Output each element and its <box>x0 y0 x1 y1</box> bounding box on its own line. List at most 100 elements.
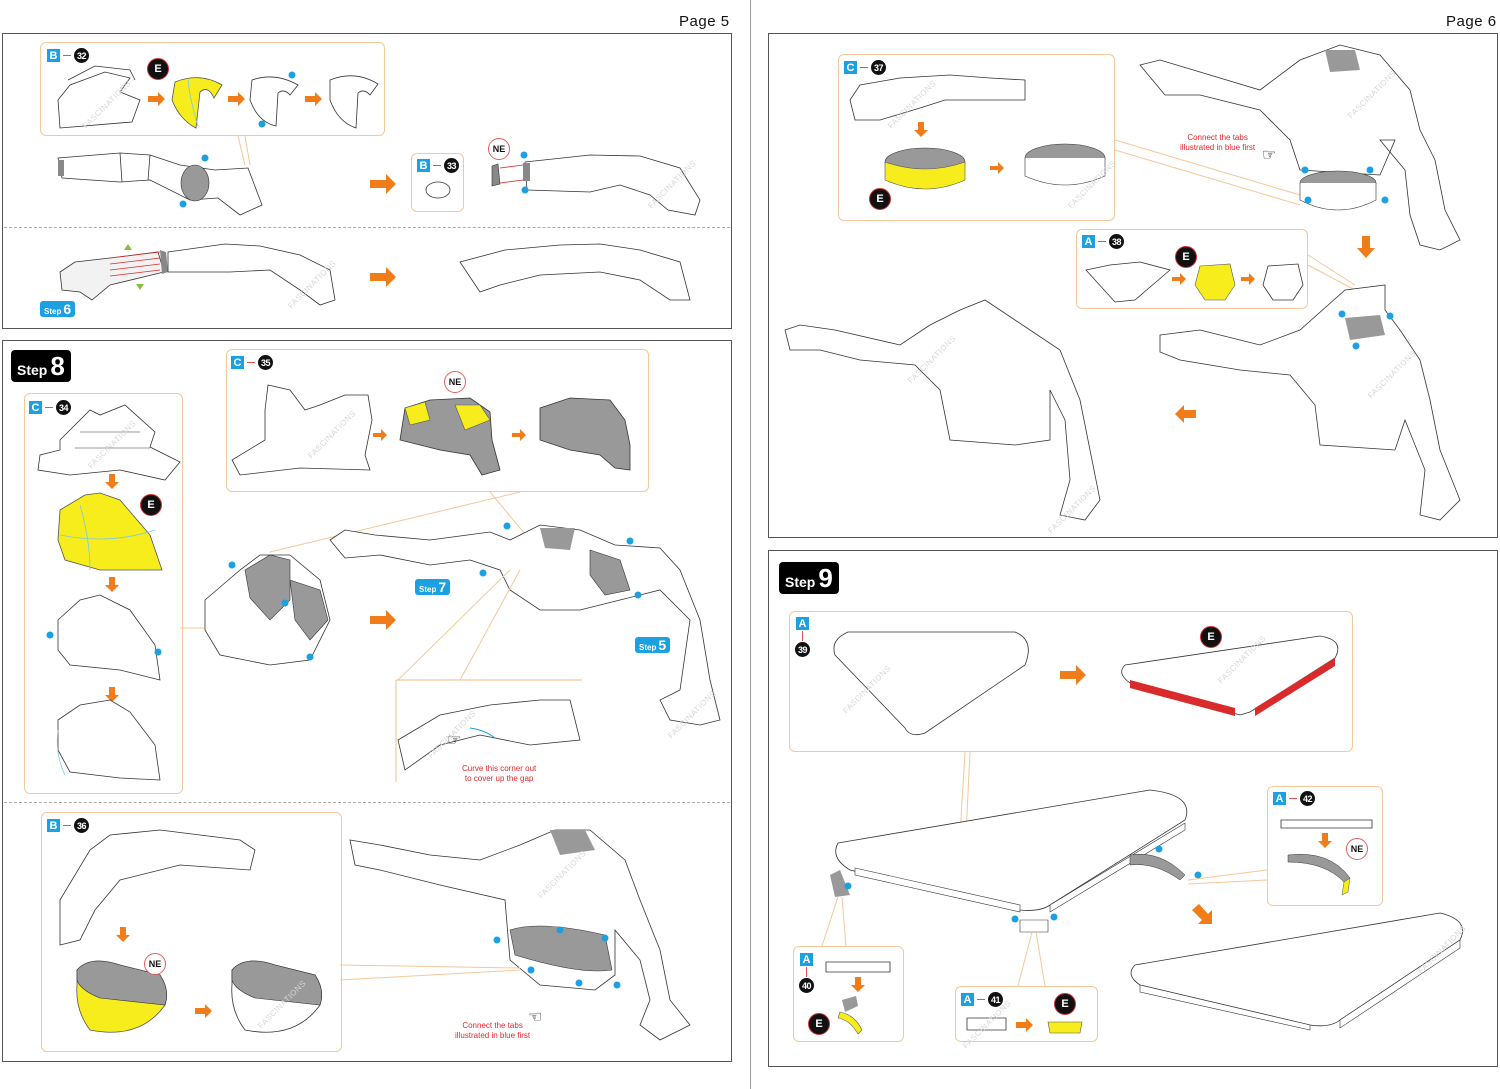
glue-badge-e: E <box>1054 993 1076 1015</box>
part-dash <box>63 824 71 827</box>
blue-dot <box>306 653 314 661</box>
orange-arrow-down <box>1357 236 1375 258</box>
detail-inset-drawing <box>397 699 581 771</box>
torso-with-head <box>1159 284 1461 521</box>
blue-dot <box>493 936 501 944</box>
blue-dot <box>1011 915 1019 923</box>
part-dash <box>1289 797 1297 800</box>
no-glue-badge-ne: NE <box>444 371 466 393</box>
cap-33 <box>491 163 501 187</box>
step-number: 8 <box>50 351 65 381</box>
orange-arrow-down <box>105 474 119 489</box>
blue-dot <box>1194 871 1202 879</box>
blue-dot <box>1304 196 1312 204</box>
no-glue-badge-ne: NE <box>488 138 510 160</box>
red-edge <box>1130 680 1235 716</box>
orange-arrow <box>512 429 526 441</box>
glued-piece-yellow-34 <box>57 492 163 571</box>
part-number: 38 <box>1109 234 1124 249</box>
note-line: Connect the tabs <box>1187 133 1248 142</box>
glued-piece-yellow <box>171 77 223 129</box>
blue-dot <box>601 934 609 942</box>
flat-piece-32 <box>57 71 141 129</box>
finished-piece-34 <box>57 699 161 781</box>
red-edge <box>1255 658 1335 716</box>
orange-arrow <box>370 610 396 630</box>
part-letter: B <box>47 819 60 832</box>
orange-arrow <box>1060 665 1086 685</box>
orange-arrow <box>370 267 396 287</box>
step-5-reference: Step 5 <box>635 637 671 653</box>
blue-dot <box>634 591 642 599</box>
blue-dot <box>179 200 187 208</box>
note-line: illustrated in blue first <box>1180 143 1256 152</box>
part-label-41: A 41 <box>961 992 1003 1007</box>
upper-arm <box>57 152 263 216</box>
orange-arrow <box>990 162 1004 174</box>
orange-arrow <box>1241 273 1255 285</box>
orange-arrow <box>370 174 396 194</box>
blue-dot <box>201 154 209 162</box>
blue-dot <box>1301 166 1309 174</box>
flat-piece-34 <box>37 404 181 481</box>
callout-part-36 <box>41 812 342 1052</box>
orange-arrow-left <box>1175 405 1196 423</box>
part-dash <box>45 406 53 409</box>
part-number: 42 <box>1300 791 1315 806</box>
part-dash <box>801 631 804 641</box>
part-number: 33 <box>444 158 459 173</box>
blue-dot <box>556 926 564 934</box>
orange-arrow-down <box>105 577 119 592</box>
step-number: 7 <box>438 579 447 595</box>
part-label-40: A 40 <box>799 953 814 993</box>
part-number: 41 <box>988 992 1003 1007</box>
part-letter: A <box>1082 235 1095 248</box>
part-letter: A <box>1273 792 1286 805</box>
blue-dot <box>520 151 528 159</box>
step-8-illustrations: ☞ ☜ <box>37 384 721 1041</box>
part-number: 34 <box>56 400 71 415</box>
step-word: Step <box>639 643 657 652</box>
note-connect-tabs: Connect the tabs illustrated in blue fir… <box>455 1021 530 1041</box>
glue-badge-e: E <box>1175 246 1197 268</box>
orange-arrow <box>373 429 387 441</box>
gray-end <box>58 160 64 176</box>
flat-piece-33 <box>425 181 451 199</box>
finished-arm <box>459 243 691 301</box>
step-word: Step <box>419 585 437 594</box>
orange-arrow <box>1172 273 1186 285</box>
blue-dot <box>258 120 266 128</box>
orange-arrow-down <box>1318 833 1332 848</box>
pointing-hand-icon: ☜ <box>528 1009 542 1026</box>
step-word: Step <box>44 307 62 316</box>
part-number: 37 <box>871 60 886 75</box>
blue-dot <box>503 522 511 530</box>
glue-badge-e: E <box>869 188 891 210</box>
note-line: illustrated in blue first <box>455 1031 531 1040</box>
note-curve-corner: Curve this corner out to cover up the ga… <box>462 764 536 784</box>
blue-dot <box>527 966 535 974</box>
torso-top <box>1139 44 1461 251</box>
step-word: Step <box>785 574 816 590</box>
assembled-piece-34 <box>57 594 161 681</box>
step-number: 6 <box>63 301 72 317</box>
part-dash <box>247 361 255 364</box>
flat-piece-32b <box>67 65 136 81</box>
base-assembly <box>835 789 1188 911</box>
blue-dot <box>154 648 162 656</box>
finished-piece-38 <box>1262 263 1304 301</box>
note-line: Curve this corner out <box>462 764 537 773</box>
flat-piece-39 <box>833 631 1029 736</box>
finished-torso <box>784 299 1101 521</box>
flat-piece-41 <box>966 1017 1007 1031</box>
part-letter: A <box>800 953 813 966</box>
part-number: 32 <box>74 48 89 63</box>
part-dash <box>805 967 808 977</box>
page-6-label: Page 6 <box>1446 13 1497 30</box>
blue-dot <box>1338 310 1346 318</box>
part-letter: A <box>796 617 809 630</box>
orange-arrow-down <box>105 687 119 702</box>
glue-badge-e: E <box>147 58 169 80</box>
step-number: 9 <box>818 563 833 593</box>
